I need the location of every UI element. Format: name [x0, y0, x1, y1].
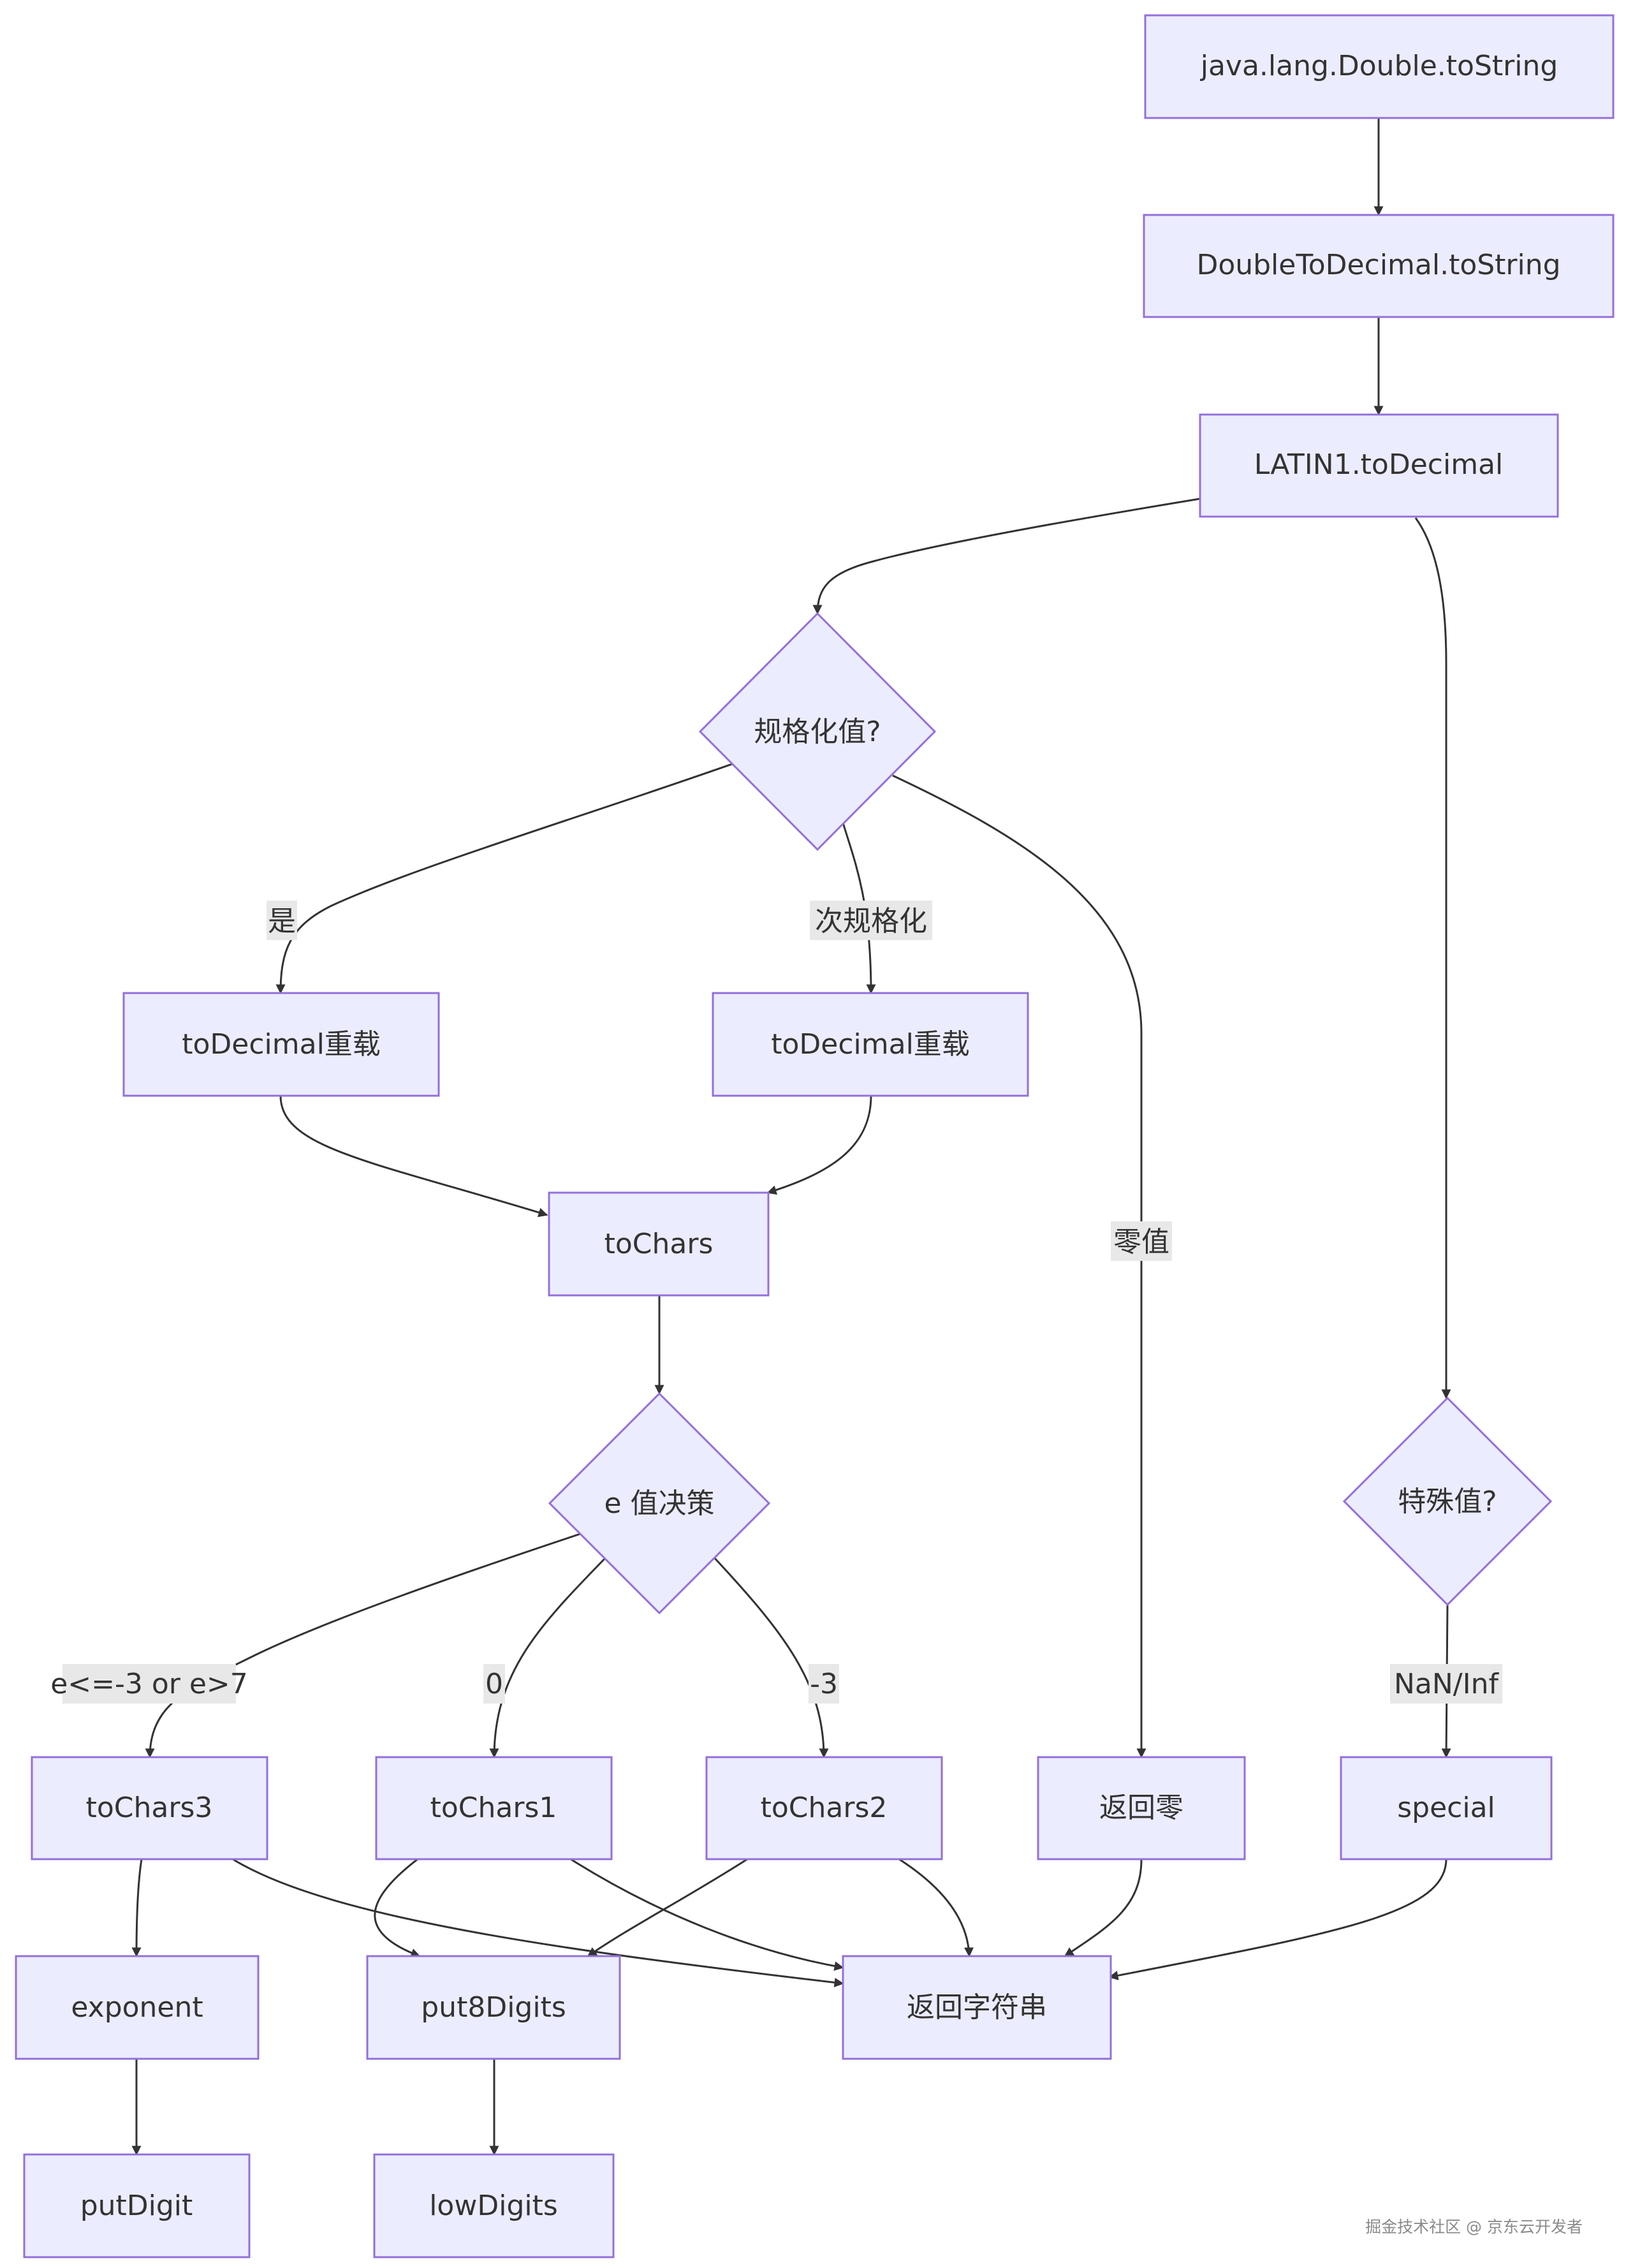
edge-edec-to-tochars2 [712, 1555, 829, 1758]
edge-label-yes: 是 [267, 901, 297, 940]
edge-norm-to-retzero [892, 774, 1146, 1758]
edge-label-naninf-text: NaN/Inf [1394, 1668, 1499, 1700]
node-java-double-tostring: java.lang.Double.toString [1144, 14, 1615, 119]
node-tochars: toChars [548, 1191, 770, 1297]
edge-label-yes-text: 是 [268, 905, 296, 938]
node-putdigit-label: putDigit [80, 2190, 193, 2222]
edge-retzero-to-retstr [1064, 1859, 1143, 1957]
edge-label-zero-value: 零值 [1111, 1221, 1172, 1261]
node-return-zero-label: 返回零 [1099, 1792, 1183, 1824]
edge-special-to-retstr [1108, 1859, 1447, 1980]
edge-labels: 是 次规格化 零值 e<=-3 or e>7 0 -3 NaN/Inf [50, 901, 1502, 1704]
node-return-string: 返回字符串 [842, 1955, 1112, 2060]
edge-label-minus3: -3 [809, 1664, 839, 1704]
nodes: java.lang.Double.toString DoubleToDecima… [15, 14, 1615, 2258]
edges [131, 118, 1451, 2156]
edge-label-naninf: NaN/Inf [1390, 1664, 1502, 1704]
edge-label-zero-value-text: 零值 [1113, 1226, 1169, 1258]
node-todecimal-overload-1-label: toDecimal重载 [182, 1028, 381, 1061]
edge-edec-to-tochars3 [145, 1533, 581, 1758]
node-todecimal-overload-2-label: toDecimal重载 [771, 1028, 970, 1061]
node-exponent-label: exponent [71, 1991, 203, 2024]
node-return-zero: 返回零 [1037, 1756, 1246, 1860]
edge-tochars1-to-retstr [570, 1858, 844, 1971]
node-todecimal-overload-1: toDecimal重载 [122, 992, 440, 1097]
edge-norm-to-todec2 [842, 822, 876, 994]
edge-label-minus3-text: -3 [810, 1668, 838, 1700]
edge-label-zero-digit: 0 [483, 1664, 505, 1704]
node-exponent: exponent [15, 1955, 260, 2060]
edge-label-subnormal: 次规格化 [810, 901, 932, 940]
edge-tochars2-to-put8 [587, 1858, 748, 1957]
edge-tochars3-to-retstr [232, 1858, 844, 1987]
node-double-to-decimal-tostring: DoubleToDecimal.toString [1143, 214, 1615, 318]
edge-norm-to-todec1 [275, 763, 733, 994]
node-return-string-label: 返回字符串 [907, 1991, 1047, 2024]
node-latin1-todecimal: LATIN1.toDecimal [1199, 413, 1559, 518]
node-special-label: special [1397, 1792, 1495, 1824]
watermark: 掘金技术社区 @ 京东云开发者 [1365, 2218, 1583, 2236]
node-special-value-decision: 特殊值? [1342, 1396, 1553, 1607]
node-tochars-label: toChars [604, 1228, 714, 1260]
edge-label-e-range-text: e<=-3 or e>7 [50, 1668, 248, 1700]
node-special-value-decision-label: 特殊值? [1398, 1485, 1497, 1518]
node-lowdigits-label: lowDigits [429, 2190, 558, 2222]
edge-tochars2-to-retstr [898, 1858, 974, 1957]
node-special: special [1340, 1756, 1553, 1860]
node-e-value-decision: e 值决策 [548, 1392, 771, 1615]
node-normalized-decision: 规格化值? [698, 612, 937, 851]
edge-latin-to-special-q [1414, 517, 1451, 1399]
node-put8digits: put8Digits [366, 1955, 621, 2060]
node-tochars2: toChars2 [705, 1756, 943, 1860]
edge-todec1-to-tochars [279, 1095, 548, 1218]
node-tochars1: toChars1 [375, 1756, 613, 1860]
edge-tochars3-to-exponent [131, 1859, 143, 1957]
edge-latin-to-norm [812, 497, 1201, 615]
node-java-double-tostring-label: java.lang.Double.toString [1200, 50, 1558, 82]
node-tochars1-label: toChars1 [430, 1792, 557, 1824]
node-putdigit: putDigit [23, 2153, 251, 2258]
node-normalized-decision-label: 规格化值? [754, 716, 881, 748]
edge-label-subnormal-text: 次规格化 [815, 905, 927, 938]
edge-todec2-to-tochars [766, 1095, 872, 1195]
node-todecimal-overload-2: toDecimal重载 [712, 992, 1029, 1097]
node-double-to-decimal-tostring-label: DoubleToDecimal.toString [1196, 249, 1560, 281]
node-lowdigits: lowDigits [373, 2153, 615, 2258]
node-tochars2-label: toChars2 [761, 1792, 888, 1824]
node-tochars3-label: toChars3 [86, 1792, 213, 1824]
node-e-value-decision-label: e 值决策 [604, 1487, 714, 1520]
node-latin1-todecimal-label: LATIN1.toDecimal [1254, 448, 1504, 481]
node-tochars3: toChars3 [31, 1756, 268, 1860]
edge-tochars1-to-put8 [374, 1858, 421, 1958]
edge-label-e-range: e<=-3 or e>7 [50, 1664, 248, 1704]
edge-edec-to-tochars1 [489, 1555, 608, 1758]
edge-label-zero-digit-text: 0 [485, 1668, 503, 1700]
node-put8digits-label: put8Digits [421, 1991, 566, 2024]
